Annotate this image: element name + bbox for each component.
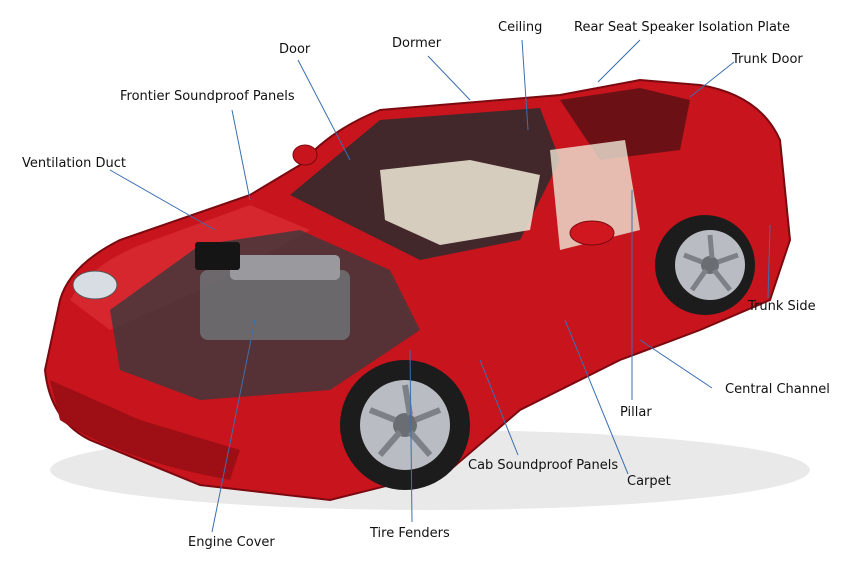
leader-engine-cover	[211, 319, 256, 533]
leader-tire-fenders	[409, 349, 413, 523]
interior-seats	[380, 160, 540, 245]
intake-manifold	[230, 255, 340, 280]
right-mirror	[569, 220, 615, 246]
leader-trunk-door	[689, 61, 735, 98]
rear-interior	[550, 140, 640, 250]
label-frontier-soundproof-panels: Frontier Soundproof Panels	[120, 89, 295, 104]
label-central-channel: Central Channel	[725, 382, 830, 397]
front-wheel	[340, 360, 470, 490]
label-engine-cover: Engine Cover	[188, 535, 275, 550]
leader-central-channel	[639, 339, 713, 389]
leader-trunk-side	[767, 224, 771, 299]
leader-lines	[109, 39, 771, 533]
label-tire-fenders: Tire Fenders	[370, 526, 450, 541]
leader-carpet	[564, 319, 629, 475]
label-trunk-side: Trunk Side	[748, 299, 816, 314]
rear-glass	[560, 88, 690, 160]
leader-ceiling	[521, 39, 529, 131]
label-ventilation-duct: Ventilation Duct	[22, 156, 126, 171]
leader-cab-soundproof	[479, 359, 519, 456]
leader-rear-seat-speaker	[597, 39, 641, 83]
headlight	[72, 270, 118, 300]
label-pillar: Pillar	[620, 405, 652, 420]
label-ceiling: Ceiling	[498, 20, 543, 35]
leader-ventilation-duct	[109, 169, 216, 231]
label-cab-soundproof-panels: Cab Soundproof Panels	[468, 458, 619, 473]
label-rear-seat-speaker-isolation-plate: Rear Seat Speaker Isolation Plate	[574, 20, 791, 35]
engine-block	[200, 270, 350, 340]
rear-wheel	[655, 215, 755, 315]
leader-dormer	[427, 55, 471, 101]
leader-frontier-soundproof	[231, 109, 251, 201]
label-door: Door	[279, 42, 311, 57]
label-trunk-door: Trunk Door	[732, 52, 803, 67]
label-dormer: Dormer	[392, 36, 442, 51]
label-carpet: Carpet	[627, 474, 671, 489]
left-mirror	[292, 144, 318, 166]
leader-door	[297, 59, 351, 161]
front-bumper	[50, 380, 240, 480]
fuse-box	[195, 242, 240, 270]
